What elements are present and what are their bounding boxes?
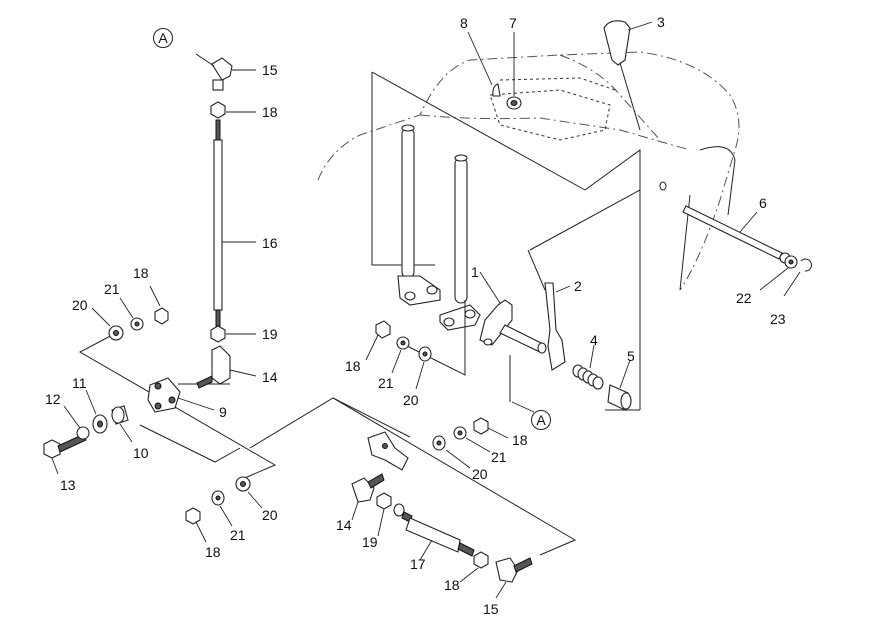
- callout-18-mid: 18: [345, 358, 361, 374]
- assembly-lines: [78, 189, 641, 556]
- rod-assembly-lower: [351, 417, 533, 583]
- rod-assembly-left: [195, 53, 233, 389]
- callout-20-lower-right: 20: [472, 466, 488, 482]
- callout-21-upper-left: 21: [104, 281, 120, 297]
- reference-marker-a-top-label: A: [158, 30, 168, 46]
- callout-19-bottom: 19: [362, 534, 378, 550]
- body-panel-outline: [317, 51, 740, 411]
- callout-18-upper-left: 18: [133, 265, 149, 281]
- callout-3: 3: [657, 14, 665, 30]
- callout-14-top: 14: [262, 369, 278, 385]
- frame-posts: [397, 124, 481, 331]
- hardware-upper-mid: [375, 320, 432, 362]
- part-rod-6: [682, 205, 812, 272]
- callout-2: 2: [574, 278, 582, 294]
- callout-18-lower-right: 18: [512, 432, 528, 448]
- reference-marker-a-mid-label: A: [536, 412, 546, 428]
- callout-19-top: 19: [262, 326, 278, 342]
- callout-20-lower-left: 20: [262, 507, 278, 523]
- leader-lines: [51, 21, 801, 599]
- part-lever-2: [544, 282, 566, 371]
- hardware-lower-left: [185, 476, 251, 525]
- callout-4: 4: [590, 332, 598, 348]
- part-7-8: [492, 83, 522, 110]
- callout-20-mid: 20: [403, 392, 419, 408]
- callout-labels: 3 7 8 6 22 23 1 2 4 5 15 18 16 19 14 9 2…: [45, 14, 786, 617]
- callout-18-top: 18: [262, 104, 278, 120]
- reference-marker-a-top: A: [153, 28, 173, 48]
- hardware-upper-left: [108, 307, 169, 341]
- part-spring-4: [572, 364, 604, 390]
- reference-marker-a-mid: A: [531, 410, 551, 430]
- callout-1: 1: [471, 264, 479, 280]
- callout-13: 13: [60, 477, 76, 493]
- callout-22: 22: [736, 290, 752, 306]
- part-knob: [603, 20, 641, 131]
- callout-15-bottom: 15: [483, 601, 499, 617]
- callout-5: 5: [627, 348, 635, 364]
- callout-17: 17: [410, 556, 426, 572]
- callout-16: 16: [262, 235, 278, 251]
- callout-20-upper-left: 20: [72, 297, 88, 313]
- part-collar-5: [607, 384, 632, 411]
- callout-21-mid: 21: [378, 375, 394, 391]
- part-bracket-9: [147, 377, 181, 413]
- callout-15-top: 15: [262, 62, 278, 78]
- callout-8: 8: [460, 15, 468, 31]
- callout-14-bottom: 14: [336, 517, 352, 533]
- callout-10: 10: [133, 445, 149, 461]
- callout-23: 23: [770, 311, 786, 327]
- callout-21-lower-left: 21: [230, 527, 246, 543]
- callout-21-lower-right: 21: [491, 449, 507, 465]
- part-bracket-1: [479, 299, 547, 354]
- callout-12: 12: [45, 391, 61, 407]
- callout-7: 7: [509, 15, 517, 31]
- callout-18-lower-left: 18: [205, 544, 221, 560]
- callout-11: 11: [72, 375, 87, 391]
- callout-6: 6: [759, 195, 767, 211]
- hardware-left-bolt: [43, 405, 129, 459]
- callout-9: 9: [219, 404, 227, 420]
- callout-18-bottom: 18: [444, 577, 460, 593]
